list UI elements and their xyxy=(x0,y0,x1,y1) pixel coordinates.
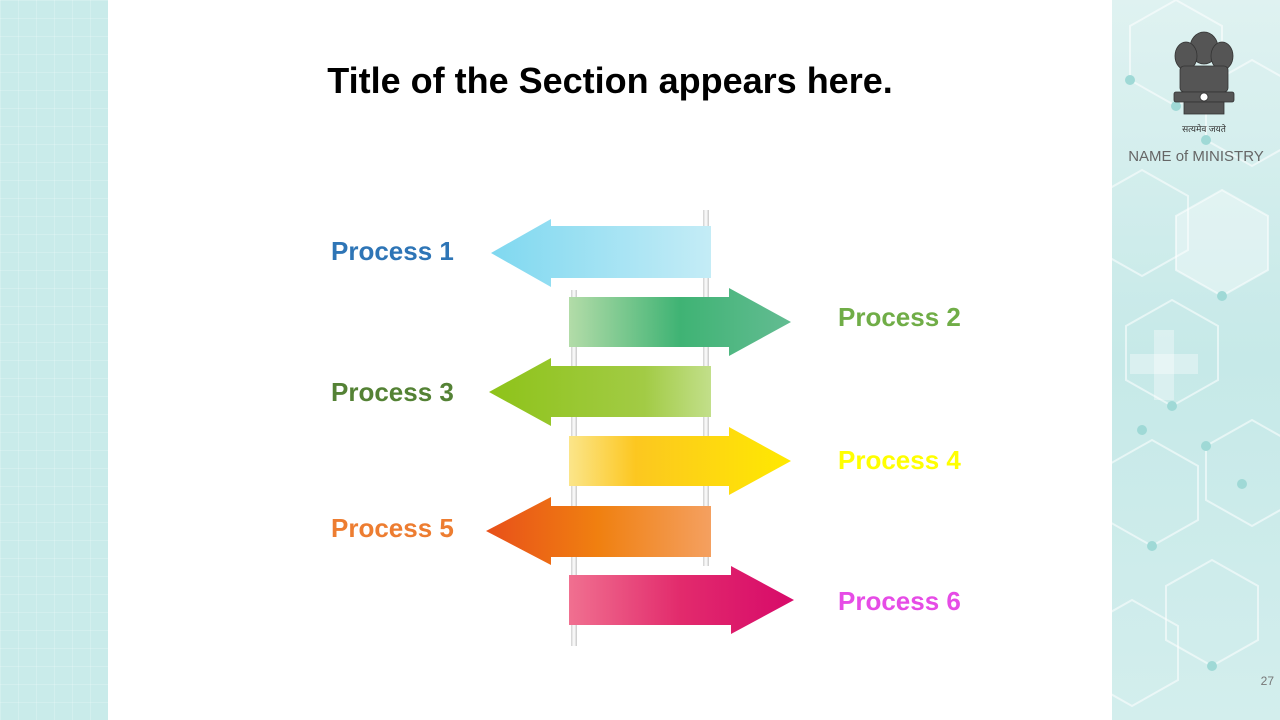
process-label-3: Process 3 xyxy=(331,377,454,407)
process-label-5: Process 5 xyxy=(331,513,454,543)
left-decorative-panel xyxy=(0,0,108,720)
arrow-process-1 xyxy=(491,219,711,287)
page-number: 27 xyxy=(1260,674,1274,688)
arrow-process-2 xyxy=(569,288,791,356)
right-decorative-panel xyxy=(1112,0,1280,720)
section-title: Title of the Section appears here. xyxy=(327,60,893,101)
process-label-4: Process 4 xyxy=(838,445,961,475)
arrow-process-5 xyxy=(486,497,711,565)
arrow-process-4 xyxy=(569,427,791,495)
national-emblem-icon xyxy=(1173,31,1235,115)
ministry-name: NAME of MINISTRY xyxy=(1128,148,1264,165)
arrow-process-3 xyxy=(489,358,711,426)
process-label-1: Process 1 xyxy=(331,236,454,266)
arrow-process-6 xyxy=(569,566,794,634)
emblem-motto: सत्यमेव जयते xyxy=(1182,124,1226,134)
process-label-6: Process 6 xyxy=(838,586,961,616)
process-label-2: Process 2 xyxy=(838,302,961,332)
